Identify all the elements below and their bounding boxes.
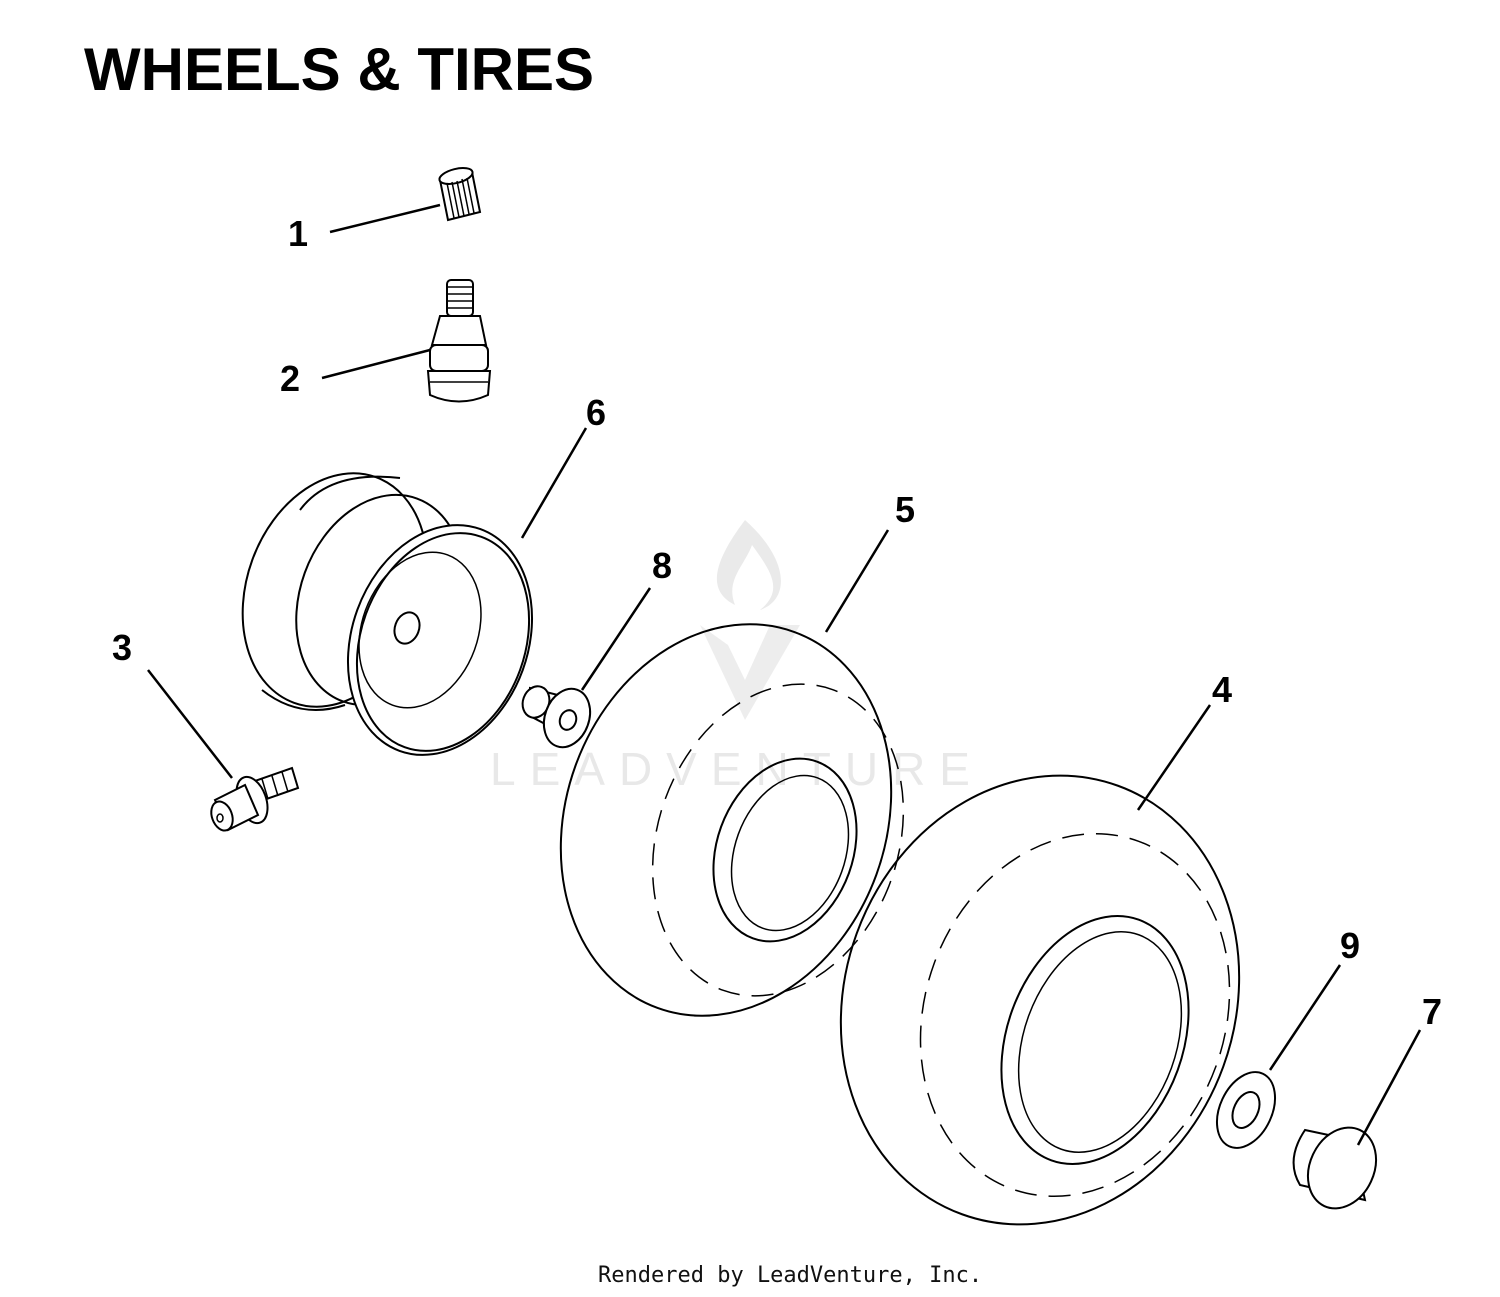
callout-6[interactable]: 6 <box>586 392 606 433</box>
callout-3[interactable]: 3 <box>112 627 132 668</box>
leader-2 <box>321 348 431 380</box>
part-valve-stem[interactable] <box>426 279 492 403</box>
leader-6 <box>520 427 588 539</box>
leader-9 <box>1268 964 1342 1071</box>
part-hub-cap[interactable] <box>1292 1116 1389 1219</box>
callout-5[interactable]: 5 <box>895 489 915 530</box>
part-rear-tire[interactable] <box>779 719 1301 1281</box>
leader-4 <box>1136 704 1212 811</box>
part-front-tire[interactable] <box>507 577 945 1062</box>
leader-3 <box>147 669 233 779</box>
watermark-text: LEADVENTURE <box>490 743 984 795</box>
part-grease-fitting[interactable] <box>207 766 300 834</box>
callout-7[interactable]: 7 <box>1422 991 1442 1032</box>
part-bushing[interactable] <box>518 682 598 753</box>
callout-8[interactable]: 8 <box>652 545 672 586</box>
leader-8 <box>580 587 652 691</box>
callout-1[interactable]: 1 <box>288 213 308 254</box>
part-valve-cap[interactable] <box>438 165 482 222</box>
leader-7 <box>1356 1029 1422 1146</box>
part-wheel-rim[interactable] <box>211 447 563 781</box>
callout-2[interactable]: 2 <box>280 358 300 399</box>
diagram-title: WHEELS & TIRES <box>84 36 594 103</box>
credit-text: Rendered by LeadVenture, Inc. <box>598 1263 982 1288</box>
callout-9[interactable]: 9 <box>1340 925 1360 966</box>
leader-5 <box>824 529 890 633</box>
callout-4[interactable]: 4 <box>1212 669 1232 710</box>
part-washer[interactable] <box>1206 1063 1287 1157</box>
leader-1 <box>329 203 441 234</box>
leadventure-watermark-logo: LEADVENTURE <box>490 520 984 795</box>
